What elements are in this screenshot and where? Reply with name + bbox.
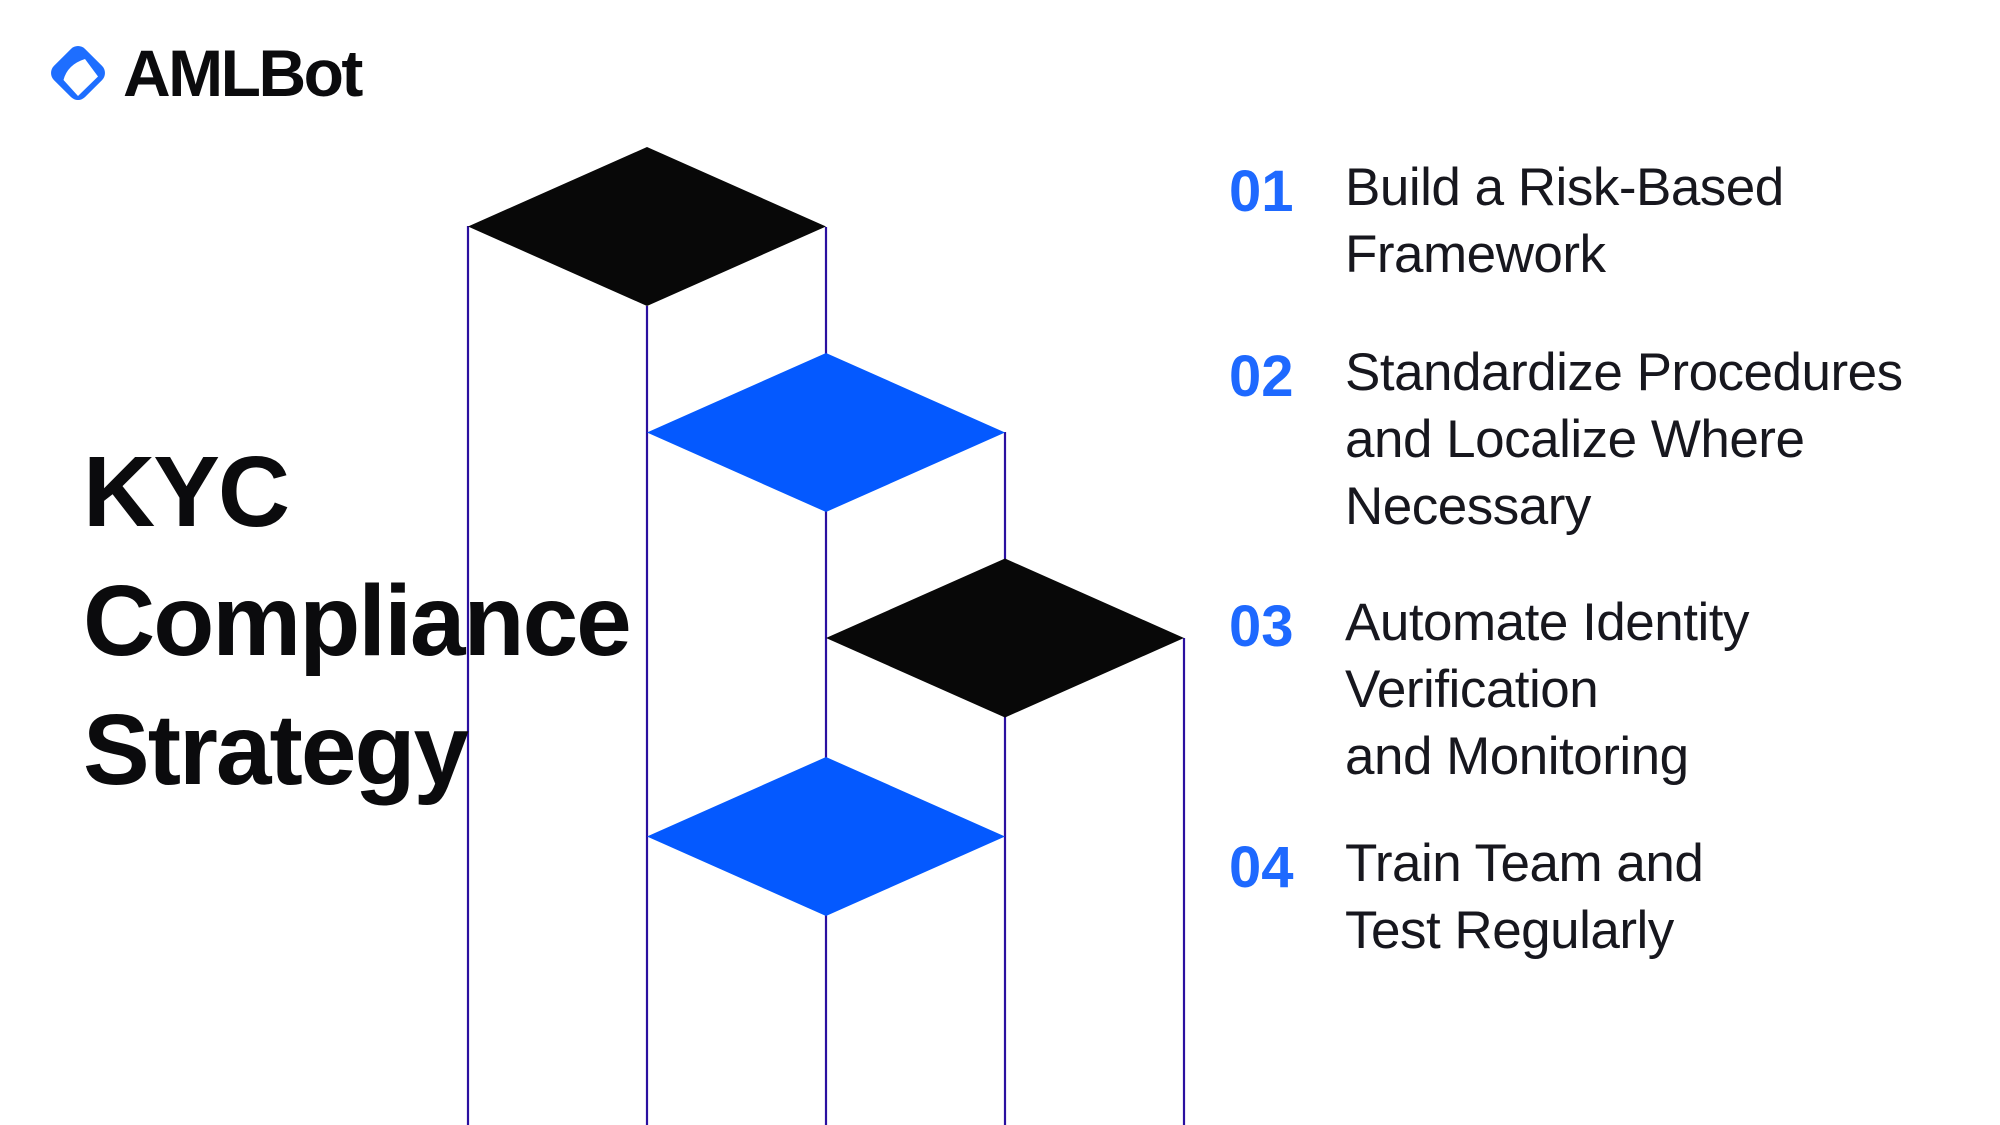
title-line-1: KYC — [83, 436, 290, 548]
step-text-line: Necessary — [1345, 477, 1591, 536]
step-number: 01 — [1229, 159, 1294, 224]
step-text-line: Test Regularly — [1345, 901, 1674, 960]
step-3-diamond — [826, 558, 1184, 718]
step-text-line: and Monitoring — [1345, 727, 1689, 786]
step-text-line: Standardize Procedures — [1345, 343, 1903, 402]
step-2-diamond — [647, 353, 1005, 512]
logo: AMLBot — [45, 36, 363, 110]
step-item-4: 04 Train Team and Test Regularly — [1229, 830, 1704, 964]
step-1-diamond — [468, 147, 826, 306]
step-4-diamond — [647, 757, 1005, 916]
step-text-line: Verification — [1345, 660, 1599, 719]
step-text-line: Build a Risk-Based — [1345, 158, 1784, 217]
step-number: 04 — [1229, 835, 1294, 900]
step-number: 02 — [1229, 344, 1294, 409]
step-text: Build a Risk-Based Framework — [1345, 154, 1784, 288]
step-item-2: 02 Standardize Procedures and Localize W… — [1229, 339, 1903, 540]
step-item-1: 01 Build a Risk-Based Framework — [1229, 154, 1784, 288]
step-text-line: Framework — [1345, 225, 1606, 284]
step-text: Standardize Procedures and Localize Wher… — [1345, 339, 1903, 540]
page-title: KYC Compliance Strategy — [83, 428, 632, 815]
step-text-line: and Localize Where — [1345, 410, 1805, 469]
step-text-line: Automate Identity — [1345, 593, 1749, 652]
step-text: Automate Identity Verification and Monit… — [1345, 589, 1749, 790]
step-item-3: 03 Automate Identity Verification and Mo… — [1229, 589, 1749, 790]
step-number: 03 — [1229, 594, 1294, 659]
logo-text: AMLBot — [123, 36, 363, 110]
title-line-2: Compliance — [83, 565, 632, 677]
title-line-3: Strategy — [83, 694, 469, 806]
amlbot-diamond-icon — [51, 46, 105, 100]
step-text: Train Team and Test Regularly — [1345, 830, 1704, 964]
step-text-line: Train Team and — [1345, 834, 1704, 893]
